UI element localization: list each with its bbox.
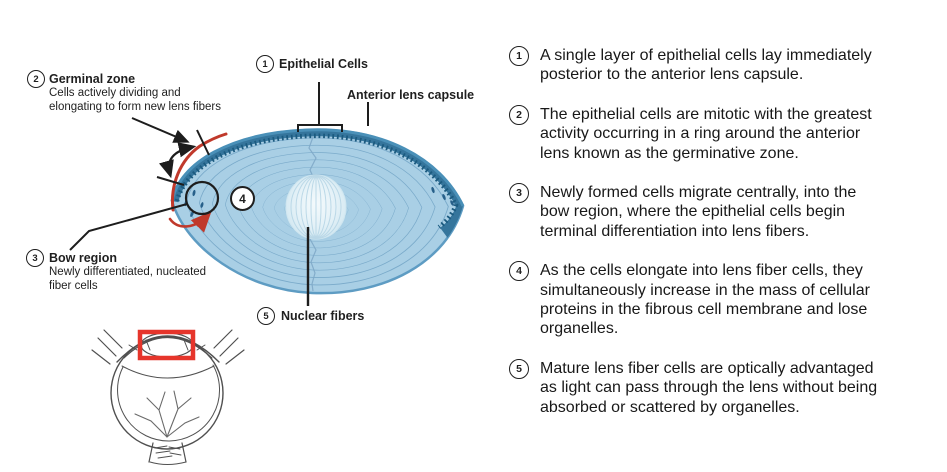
lens-nucleus — [285, 174, 347, 240]
note-4-number: 4 — [516, 265, 522, 278]
lens-diagram-canvas — [69, 82, 465, 465]
label-2-number: 2 — [33, 73, 39, 85]
note-4-badge: 4 — [509, 261, 529, 282]
germinal-extent-curved-arrow — [158, 142, 197, 179]
germinal-leader-line — [131, 117, 190, 143]
note-item-5: 5 Mature lens fiber cells are optically … — [509, 358, 934, 417]
cornea-inner-arc — [123, 337, 213, 359]
bow-region-circle — [184, 180, 220, 216]
ciliary-flares — [91, 329, 245, 365]
posterior-lens-arc — [121, 365, 215, 379]
choroid-arc — [117, 364, 220, 442]
label-1-number: 1 — [262, 58, 268, 70]
note-2-number: 2 — [516, 108, 522, 121]
note-2-text: The epithelial cells are mitotic with th… — [540, 105, 872, 162]
lens-cross-section-illustration — [168, 128, 465, 295]
note-3-text: Newly formed cells migrate centrally, in… — [540, 184, 857, 240]
note-5-badge: 5 — [509, 358, 529, 379]
cornea-outer-arc — [116, 335, 220, 363]
note-4-text: As the cells elongate into lens fiber ce… — [540, 262, 870, 338]
germinal-zone-label: Germinal zone — [49, 72, 136, 86]
note-2-badge: 2 — [509, 104, 529, 125]
label-3-number: 3 — [32, 252, 38, 264]
note-item-1: 1 A single layer of epithelial cells lay… — [509, 46, 934, 85]
note-3-badge: 3 — [509, 183, 529, 204]
epithelial-bracket — [297, 124, 343, 132]
anterior-lens-capsule-label: Anterior lens capsule — [347, 88, 475, 102]
note-5-number: 5 — [516, 362, 522, 375]
retinal-vessels — [134, 390, 200, 438]
note-1-badge: 1 — [509, 46, 529, 66]
bow-migration-red-arrow — [168, 211, 212, 233]
note-5-text: Mature lens fiber cells are optically ad… — [540, 359, 878, 416]
germinal-zone-red-arc — [170, 132, 228, 212]
label-2-badge: 2 — [27, 70, 45, 88]
germinal-tick-bottom — [156, 176, 185, 186]
optic-nerve — [148, 442, 187, 465]
note-item-4: 4 As the cells elongate into lens fiber … — [509, 261, 934, 339]
bow-leader-line — [69, 203, 188, 251]
notes-list: 1 A single layer of epithelial cells lay… — [509, 46, 934, 417]
label-1-badge: 1 — [256, 55, 274, 73]
label-5-badge: 5 — [257, 307, 275, 325]
epithelial-cell-layer-dots — [174, 133, 459, 229]
label-3-badge: 3 — [26, 249, 44, 267]
epithelial-cells-label: Epithelial Cells — [279, 57, 368, 71]
note-1-text: A single layer of epithelial cells lay i… — [540, 47, 872, 84]
bow-region-label: Bow region — [49, 251, 118, 265]
note-item-2: 2 The epithelial cells are mitotic with … — [509, 104, 934, 163]
label-4-number: 4 — [239, 191, 246, 206]
germinal-zone-description: Cells actively dividing and elongating t… — [49, 87, 221, 113]
germinal-tick-top — [196, 129, 210, 156]
label-5-number: 5 — [263, 310, 269, 322]
bow-region-description: Newly differentiated, nucleated fiber ce… — [49, 266, 207, 292]
eye-cross-section-sketch — [91, 329, 245, 465]
note-1-number: 1 — [516, 50, 522, 62]
nuclear-fibers-label: Nuclear fibers — [281, 309, 365, 323]
note-item-3: 3 Newly formed cells migrate centrally, … — [509, 183, 934, 241]
red-highlight-rectangle — [137, 329, 196, 361]
label-4-badge: 4 — [230, 186, 255, 211]
annotation-lines — [69, 82, 369, 306]
note-3-number: 3 — [516, 187, 522, 200]
sclera-circle — [110, 336, 224, 450]
